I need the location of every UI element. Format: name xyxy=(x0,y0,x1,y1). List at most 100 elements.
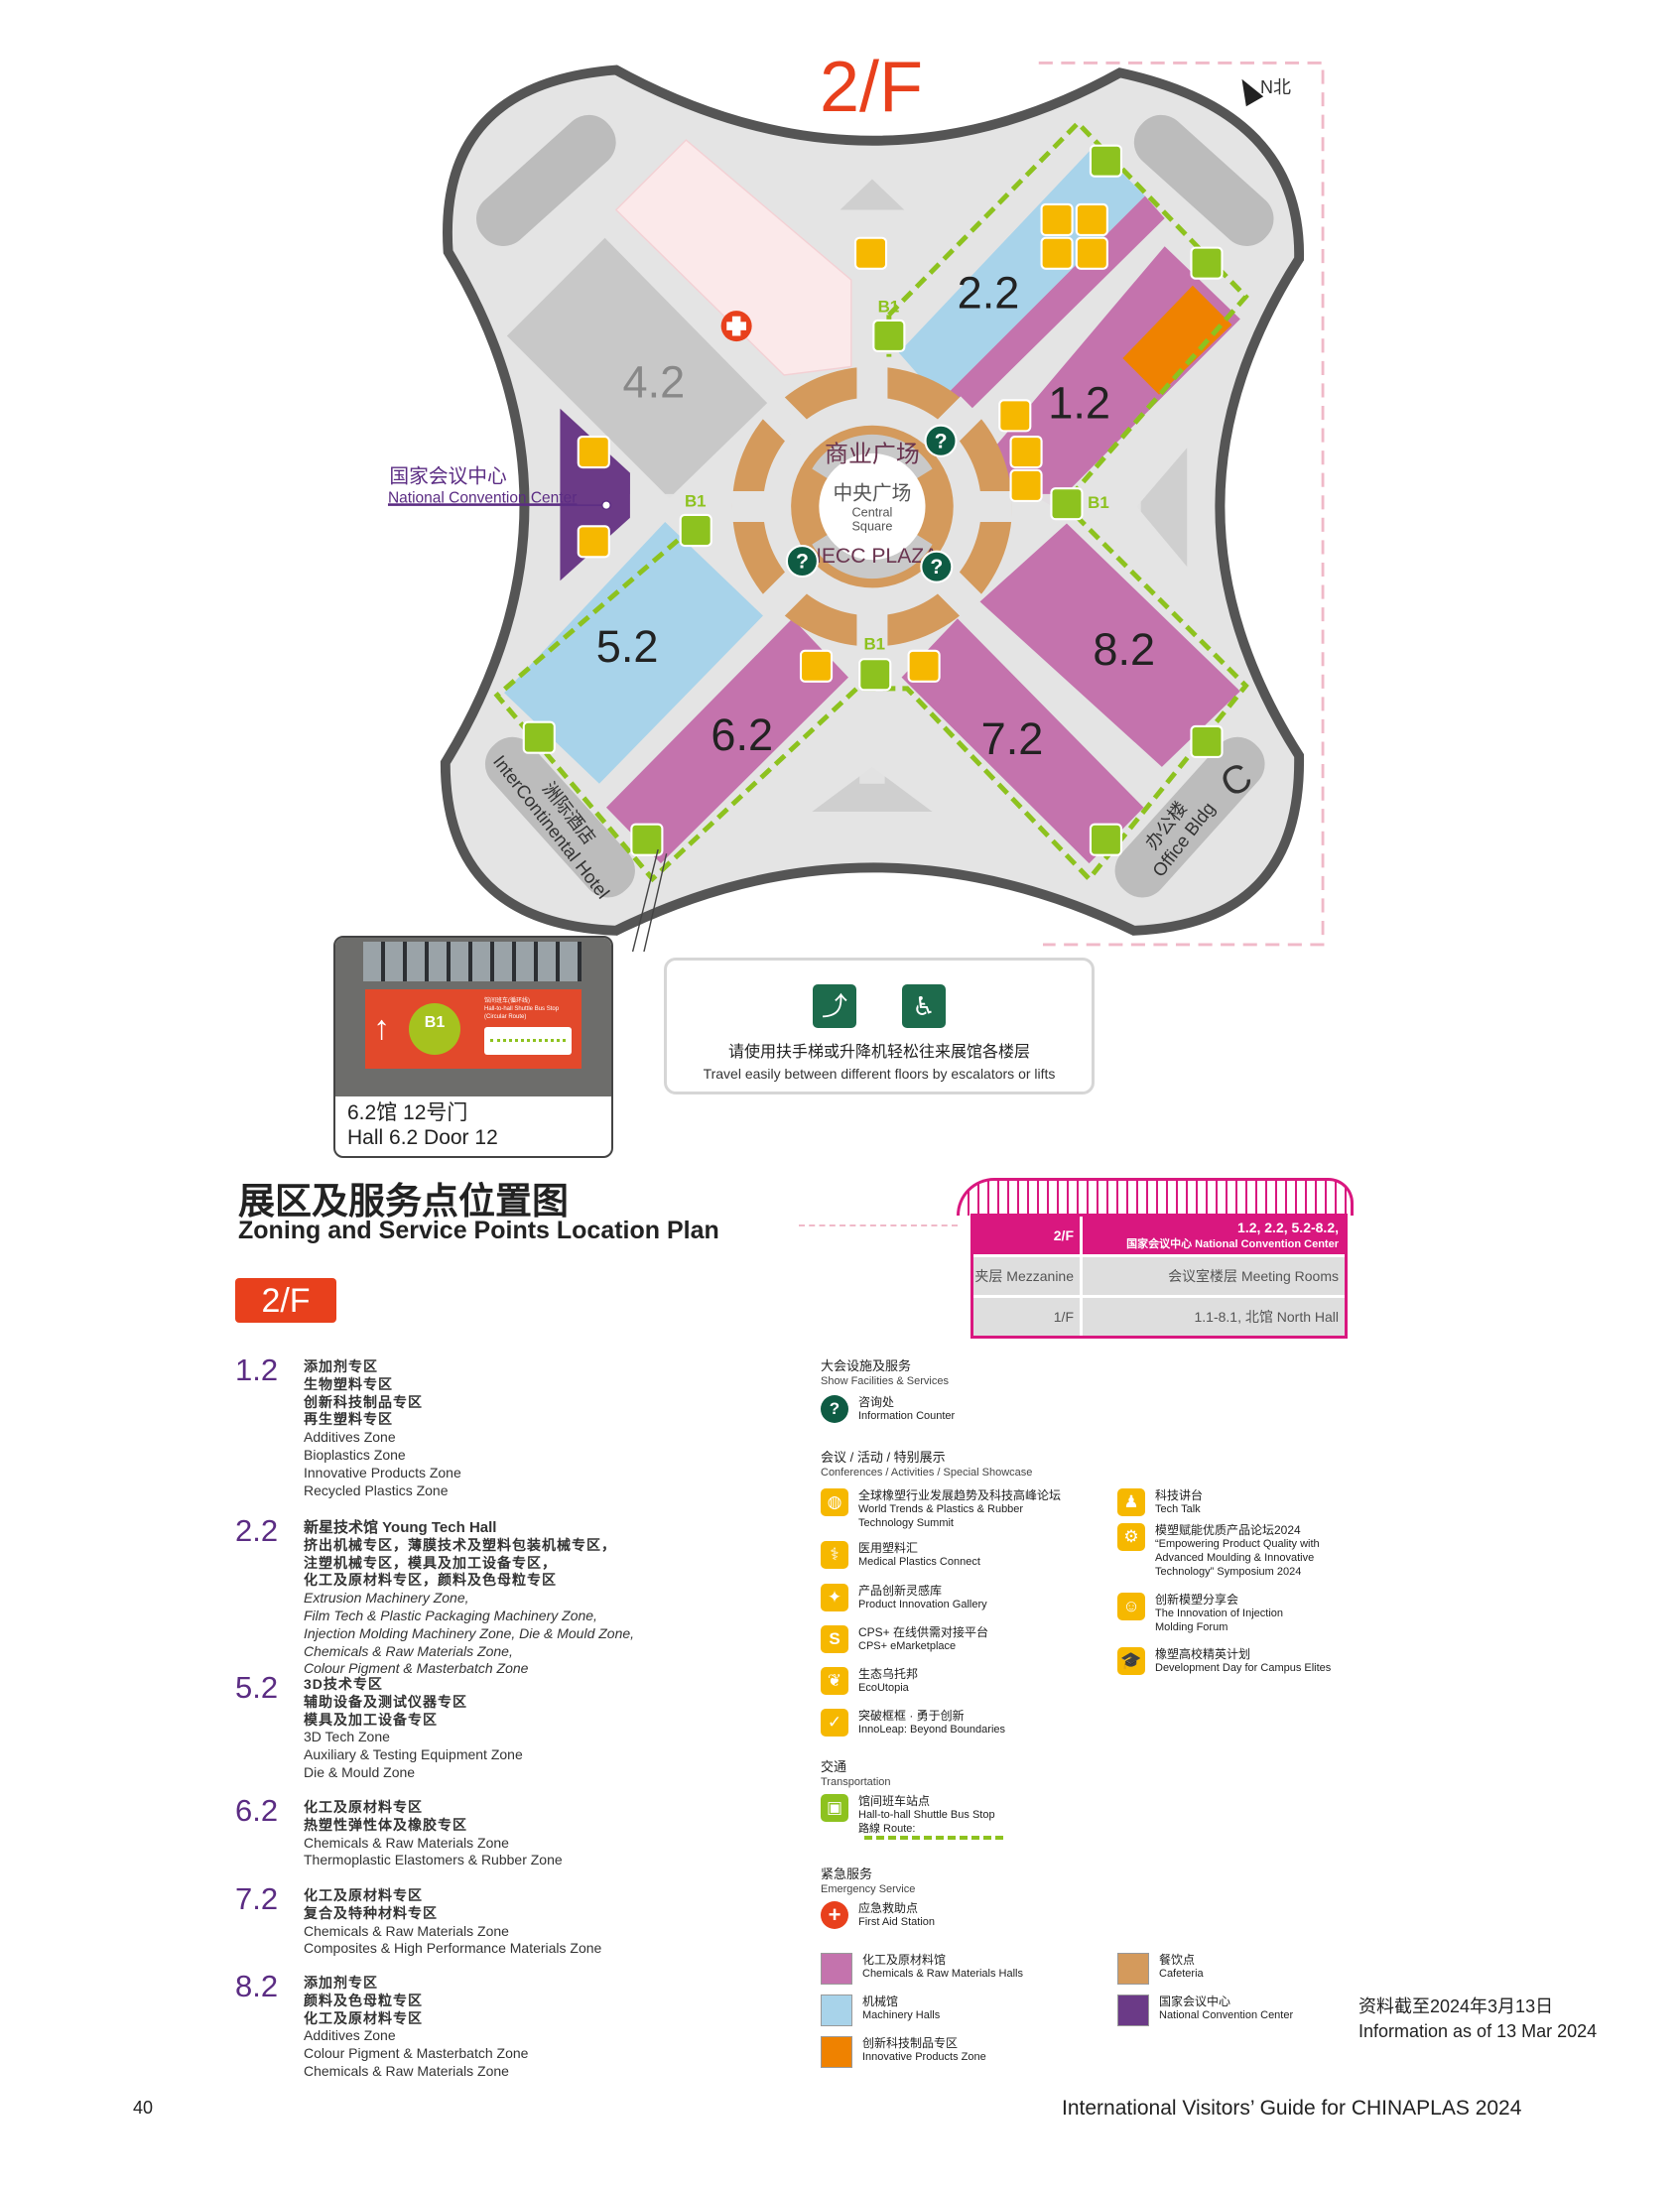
legend-item-en: Hall-to-hall Shuttle Bus Stop xyxy=(858,1809,995,1821)
legend-item-en: Molding Forum xyxy=(1155,1621,1228,1633)
escalator-icon: ⤴ xyxy=(813,984,856,1028)
zone-line-cn: 3D技术专区 xyxy=(304,1676,383,1692)
as-of-en: Information as of 13 Mar 2024 xyxy=(1358,2021,1598,2041)
activity-icons xyxy=(577,202,1108,683)
zone-line-en: Chemicals & Raw Materials Zone xyxy=(304,2062,509,2079)
bottom-triangle xyxy=(812,766,933,812)
legend-item-en: The Innovation of Injection xyxy=(1155,1608,1284,1619)
cps-icon xyxy=(1009,435,1043,469)
ncc-label-en: National Convention Center xyxy=(388,489,577,506)
bus-stop-icon xyxy=(1089,144,1123,178)
door-photo: ↑ B1 馆间班车(循环线) Hall-to-hall Shuttle Bus S… xyxy=(333,936,613,1158)
zone-line-en: Chemicals & Raw Materials Zone xyxy=(304,1834,509,1851)
first-aid-icon: + xyxy=(821,1901,848,1929)
up-arrow-icon: ↑ xyxy=(373,1009,390,1047)
legend-item-en: Development Day for Campus Elites xyxy=(1155,1662,1332,1674)
north-label: N北 xyxy=(1260,77,1291,97)
sign-en: Hall-to-hall Shuttle Bus Stop (Circular … xyxy=(484,1006,560,1020)
zone-line-cn: 添加剂专区 xyxy=(304,1975,378,1991)
b1-label: B1 xyxy=(685,492,707,511)
legend-item-cn: 馆间班车站点 xyxy=(858,1794,931,1808)
legend-heading-en: Show Facilities & Services xyxy=(821,1375,949,1387)
zone-line-cn: 热塑性弹性体及橡胶专区 xyxy=(304,1816,467,1833)
legend-item-cn: 产品创新灵感库 xyxy=(858,1584,943,1598)
caption-cn: 6.2馆 12号门 xyxy=(347,1101,468,1124)
legend-heading-en: Conferences / Activities / Special Showc… xyxy=(821,1467,1033,1479)
hall-label-6-2: 6.2 xyxy=(711,709,773,760)
svg-text:?: ? xyxy=(935,430,948,452)
zone-line-cn: 创新科技制品专区 xyxy=(304,1393,423,1410)
ncc-label-cn: 国家会议中心 xyxy=(389,465,507,488)
hall-2-2-pink xyxy=(941,195,1165,421)
floor-badge: 2/F xyxy=(235,1278,336,1323)
legend-item-en: World Trends & Plastics & Rubber xyxy=(858,1503,1024,1515)
legend-item-cn: 突破框框 · 勇于创新 xyxy=(858,1709,965,1723)
photo-pointer xyxy=(643,853,668,952)
escalator-note-en: Travel easily between different floors b… xyxy=(703,1066,1056,1082)
zone-number: 2.2 xyxy=(235,1513,279,1548)
legend-heading-en: Emergency Service xyxy=(821,1883,916,1895)
zone-heading: 新星技术馆 Young Tech Hall xyxy=(304,1519,497,1536)
title-divider xyxy=(799,1224,958,1226)
check-chat-icon: ✓ xyxy=(821,1709,848,1737)
legend-item-en: EcoUtopia xyxy=(858,1682,909,1694)
legend-item-cn: 医用塑料汇 xyxy=(858,1541,919,1555)
bus-stop-icon xyxy=(630,823,664,856)
information-date: 资料截至2024年3月13日 Information as of 13 Mar … xyxy=(1358,1995,1597,2044)
top-triangle xyxy=(840,179,905,210)
central-square-cn: 中央广场 xyxy=(833,481,911,504)
zone-number: 7.2 xyxy=(235,1881,279,1916)
bus-stop-icon xyxy=(1190,724,1224,759)
legend-heading-cn: 紧急服务 xyxy=(821,1866,873,1881)
legend-item-en: Technology” Symposium 2024 xyxy=(1155,1566,1302,1578)
hall-label-4-2: 4.2 xyxy=(623,357,686,408)
legend-heading-cn: 交通 xyxy=(821,1759,847,1774)
central-plaza: 商业广场 中央广场 Central Square NECC PLAZA xyxy=(731,366,1012,647)
page-title-en: Zoning and Service Points Location Plan xyxy=(238,1217,719,1244)
zone-line-en: Chemicals & Raw Materials Zone, xyxy=(304,1642,513,1659)
bus-stop-icon xyxy=(679,513,712,548)
zone-number: 6.2 xyxy=(235,1793,279,1828)
floor-row-1f: 1/F 1.1-8.1, 北馆 North Hall xyxy=(973,1298,1345,1336)
svg-text:?: ? xyxy=(930,556,943,579)
b1-label: B1 xyxy=(863,634,885,653)
floor-desc-2: 国家会议中心 National Convention Center xyxy=(1126,1238,1339,1250)
zone-line-cn: 化工及原材料专区 xyxy=(304,1887,423,1903)
north-arrow-icon xyxy=(1232,73,1264,107)
legend-item-en: Cafeteria xyxy=(1159,1968,1204,1980)
b1-bus-badge: B1 xyxy=(409,1003,460,1055)
zone-line-en: 3D Tech Zone xyxy=(304,1729,390,1745)
legend-item-cn: 国家会议中心 xyxy=(1159,1995,1231,2008)
legend-item-en: Medical Plastics Connect xyxy=(858,1556,980,1568)
zone-line-cn: 注塑机械专区，模具及加工设备专区， xyxy=(304,1554,557,1571)
necc-plaza-label: NECC PLAZA xyxy=(807,545,940,568)
bus-stop-icon xyxy=(1050,487,1084,521)
zone-line-en: Injection Molding Machinery Zone, Die & … xyxy=(304,1624,635,1641)
zone-line-en: Additives Zone xyxy=(304,1429,396,1446)
bus-stop-icons xyxy=(522,144,1224,856)
floor-desc: 会议室楼层 Meeting Rooms xyxy=(1168,1268,1339,1284)
sign-cn: 馆间班车(循环线) xyxy=(484,998,530,1004)
route-line-sample xyxy=(864,1836,1003,1840)
sign-route xyxy=(484,1027,572,1055)
first-aid-icon xyxy=(720,311,752,342)
bus-stop-icon xyxy=(858,658,892,692)
legend-heading: 紧急服务 Emergency Service xyxy=(821,1864,915,1895)
zone-line-cn: 生物塑料专区 xyxy=(304,1375,393,1392)
zone-line-en: Extrusion Machinery Zone, xyxy=(304,1590,469,1607)
map-frame-dashed xyxy=(1038,62,1325,947)
bus-stop-icon xyxy=(522,720,556,754)
